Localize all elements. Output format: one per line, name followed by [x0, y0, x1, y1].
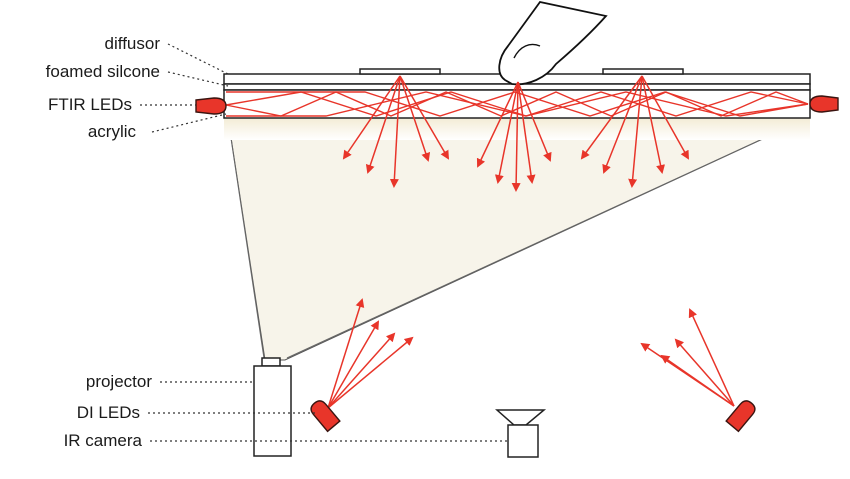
- projector-icon: [253, 357, 292, 457]
- leader-lines: [140, 43, 508, 442]
- di-right-ray-3: [640, 342, 735, 407]
- label-foamed-silicone: foamed silcone: [46, 62, 160, 81]
- label-acrylic: acrylic: [88, 122, 137, 141]
- touch-patch-left: [359, 68, 441, 75]
- touch-right-ray-1: [602, 75, 643, 174]
- touch-left-ray-1: [365, 75, 401, 174]
- label-ir-camera: IR camera: [64, 431, 143, 450]
- tir-ray-3: [226, 91, 809, 117]
- touch-left-ray-3: [399, 75, 431, 162]
- touch-left-ray-2: [389, 75, 401, 188]
- di-right-ray-0: [688, 308, 735, 407]
- touch-center-ray-2: [511, 81, 521, 192]
- touch-right-ray-0: [580, 75, 643, 160]
- di-left-ray-3: [327, 336, 414, 409]
- touch-patch-right: [602, 68, 684, 75]
- label-di-leds: DI LEDs: [77, 403, 140, 422]
- di-led-left: [310, 400, 341, 433]
- finger-icon: [498, 0, 608, 86]
- projection-cone: [227, 117, 809, 361]
- di-left-ray-0: [327, 298, 365, 409]
- touch-right-ray-3: [641, 75, 665, 174]
- touch-left-ray-0: [342, 75, 401, 160]
- touch-center-ray-3: [517, 81, 536, 184]
- tir-ray-1: [225, 91, 809, 117]
- di-left-ray-1: [327, 320, 380, 409]
- touch-right-ray-2: [628, 75, 643, 188]
- label-projector: projector: [86, 372, 152, 391]
- ftir-led-right: [809, 95, 839, 113]
- ir-camera-icon: [495, 409, 547, 458]
- tir-light: [225, 91, 809, 117]
- touch-right-ray-4: [641, 75, 689, 160]
- touch-left-ray-4: [399, 75, 450, 160]
- di-left-ray-2: [327, 332, 396, 409]
- label-ftir-leds: FTIR LEDs: [48, 95, 132, 114]
- touch-center-ray-1: [494, 81, 519, 184]
- scatter-rays: [327, 75, 735, 409]
- touch-center-ray-0: [476, 81, 519, 168]
- di-led-right: [725, 400, 756, 433]
- touch-center-ray-4: [517, 81, 552, 162]
- ftir-led-left: [195, 97, 227, 115]
- label-diffusor: diffusor: [105, 34, 161, 53]
- di-right-ray-1: [674, 338, 735, 407]
- tir-ray-2: [226, 91, 809, 117]
